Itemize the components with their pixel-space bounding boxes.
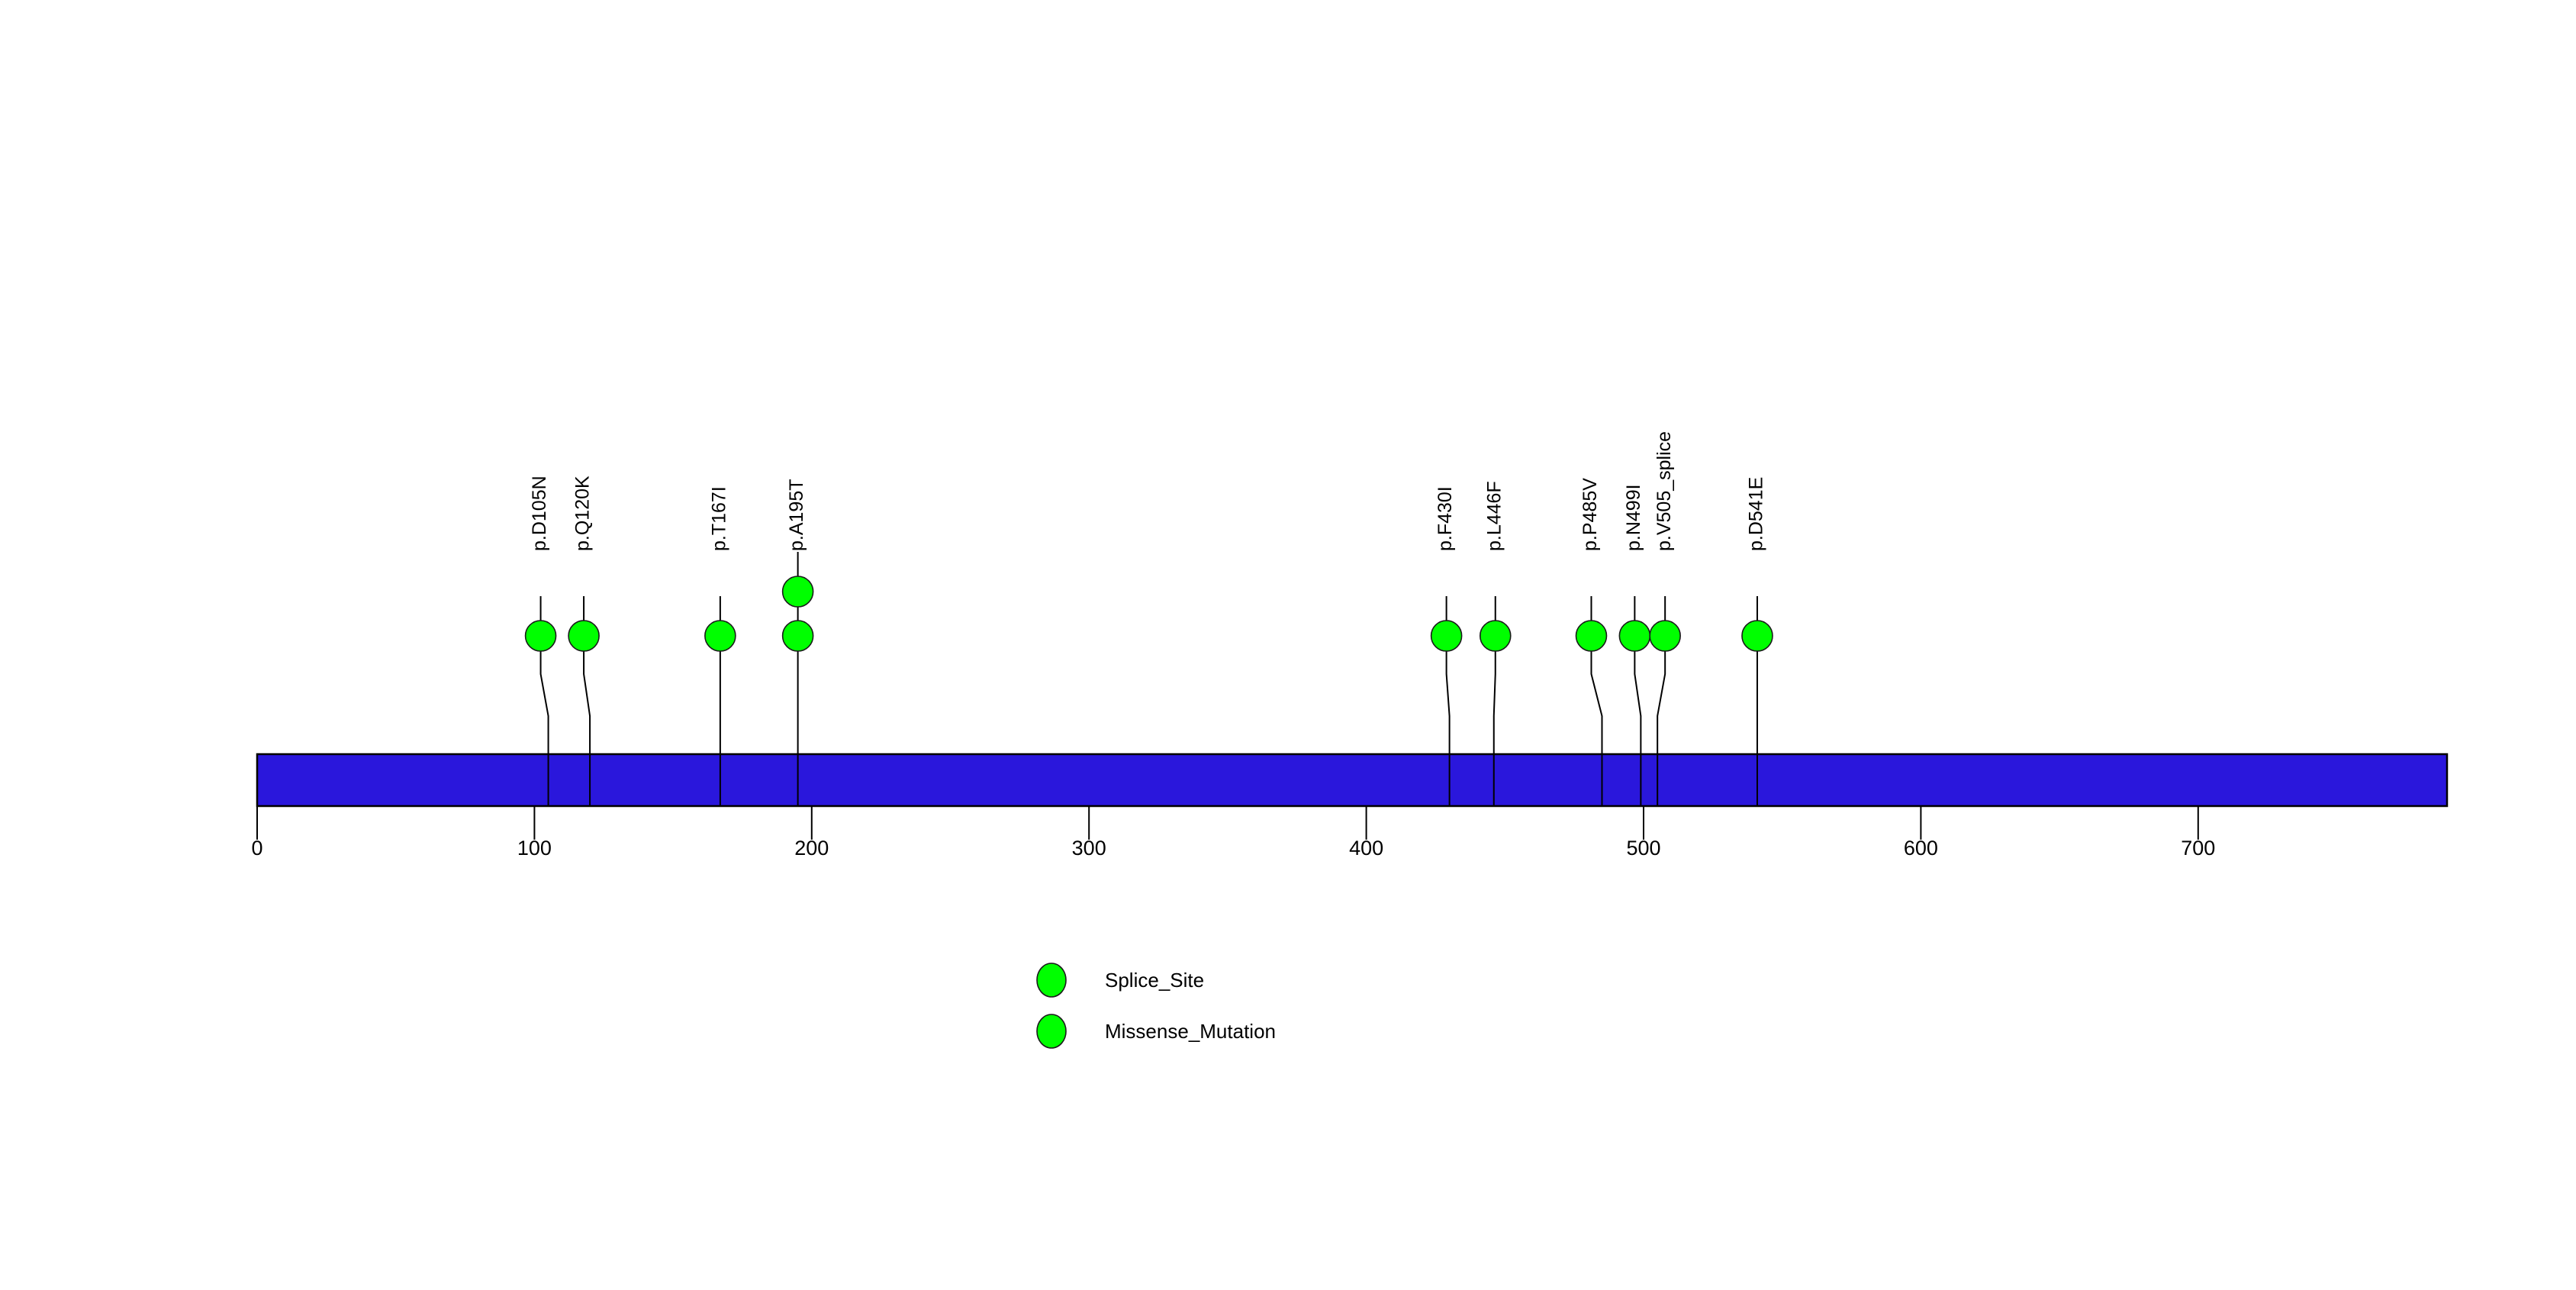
protein-track-group [256,753,2449,808]
legend-label: Missense_Mutation [1105,1020,1276,1043]
legend-swatch[interactable] [1036,1014,1067,1049]
lollipop-marker[interactable] [1479,620,1512,652]
mutation-label: p.V505_splice [1653,431,1675,551]
lollipop-marker[interactable] [1741,620,1773,652]
mutation-label: p.D105N [529,476,550,551]
mutation-label: p.P485V [1579,478,1601,551]
lollipop-markers [524,576,1773,652]
legend-swatch[interactable] [1036,963,1067,998]
axis-tick-label: 0 [251,837,262,859]
protein-domain-bar [256,753,2449,808]
mutation-label: p.L446F [1483,481,1505,551]
axis-tick-label: 600 [1904,837,1938,859]
x-axis: 0 100 200 300 400 500 600 700 [251,806,2215,859]
lollipop-marker[interactable] [1430,620,1463,652]
lollipop-marker[interactable] [1575,620,1608,652]
mutation-label: p.A195T [786,479,807,551]
mutation-label: p.N499I [1623,484,1644,551]
mutation-label: p.Q120K [572,476,594,551]
lollipop-marker[interactable] [704,620,736,652]
lollipop-marker[interactable] [1618,620,1651,652]
lollipop-marker[interactable] [568,620,600,652]
axis-tick-label: 100 [517,837,552,859]
axis-tick-label: 200 [794,837,829,859]
lollipop-marker[interactable] [781,620,814,652]
mutation-label: p.D541E [1746,477,1767,551]
axis-tick-label: 400 [1349,837,1383,859]
axis-tick-label: 700 [2181,837,2215,859]
legend-label: Splice_Site [1105,969,1204,992]
mutation-label: p.T167I [708,486,729,551]
axis-tick-label: 300 [1072,837,1106,859]
lollipop-marker[interactable] [1649,620,1681,652]
lollipop-marker[interactable] [524,620,557,652]
mutation-labels: p.D105N p.Q120K p.T167I p.A195T p.F430I p.L44… [529,431,1766,551]
lollipop-marker[interactable] [781,576,814,608]
axis-tick-label: 500 [1626,837,1660,859]
mutation-label: p.F430I [1435,486,1456,551]
